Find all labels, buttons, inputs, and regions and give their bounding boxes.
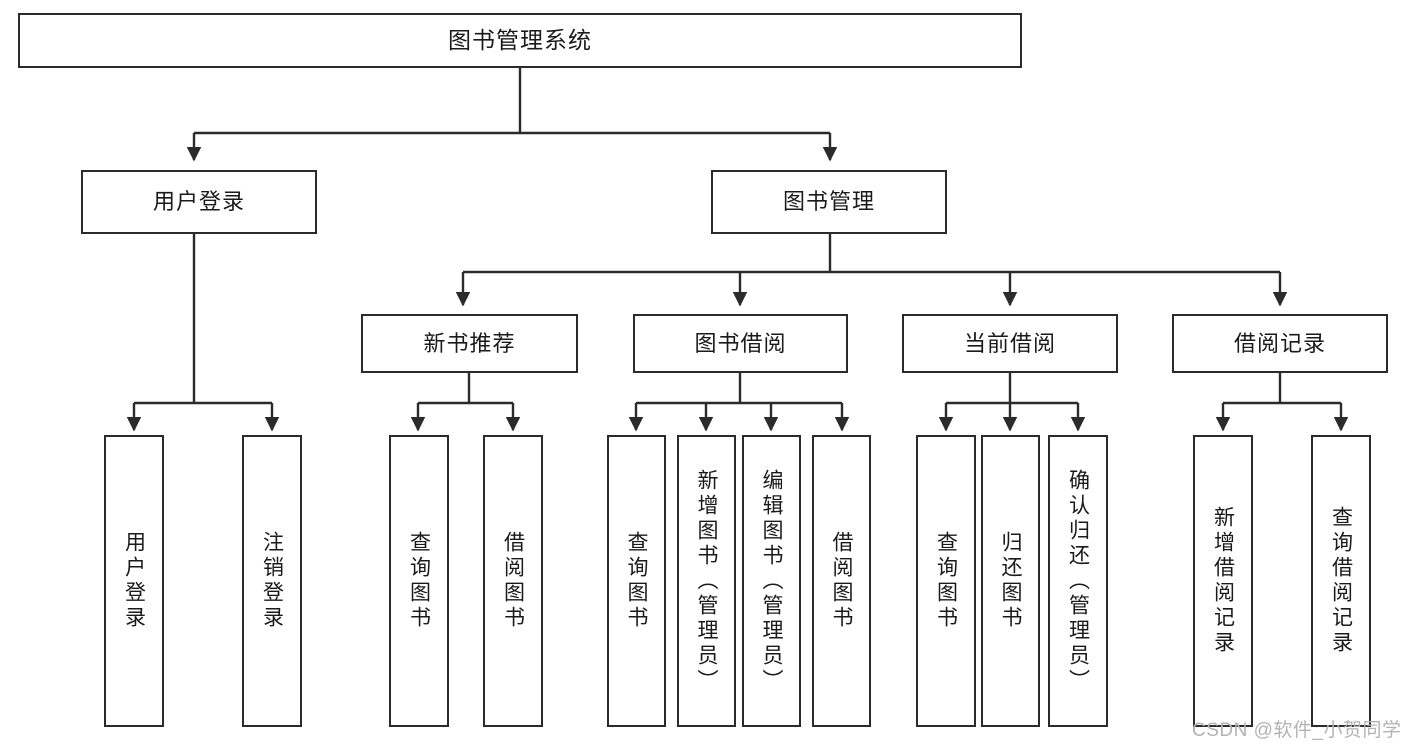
node-label: 注销登录 (260, 531, 284, 631)
leaf-current-return-book[interactable]: 归还图书 (981, 435, 1040, 727)
leaf-user-logout[interactable]: 注销登录 (242, 435, 302, 727)
node-book-management[interactable]: 图书管理 (711, 170, 947, 234)
node-book-borrow[interactable]: 图书借阅 (633, 314, 848, 373)
leaf-recommend-borrow-book[interactable]: 借阅图书 (483, 435, 543, 727)
node-label: 图书管理 (782, 189, 875, 215)
node-label: 查询图书 (625, 531, 648, 631)
node-label: 当前借阅 (963, 330, 1056, 356)
leaf-current-query-book[interactable]: 查询图书 (916, 435, 976, 727)
node-new-book-recommend[interactable]: 新书推荐 (361, 314, 578, 373)
leaf-user-login[interactable]: 用户登录 (104, 435, 164, 727)
leaf-record-query-record[interactable]: 查询借阅记录 (1311, 435, 1371, 727)
node-label: 新增借阅记录 (1211, 506, 1235, 656)
node-label: 借阅图书 (501, 531, 525, 631)
leaf-recommend-query-book[interactable]: 查询图书 (389, 435, 449, 727)
leaf-borrow-add-book-admin[interactable]: 新增图书（管理员） (677, 435, 736, 727)
node-label: 借阅记录 (1233, 330, 1326, 356)
node-label: 编辑图书（管理员） (760, 468, 783, 694)
leaf-borrow-edit-book-admin[interactable]: 编辑图书（管理员） (742, 435, 801, 727)
watermark-text: CSDN @软件_小贺同学 (1192, 720, 1402, 741)
node-label: 确认归还（管理员） (1066, 468, 1090, 694)
node-current-borrow[interactable]: 当前借阅 (902, 314, 1118, 373)
node-label: 用户登录 (152, 189, 245, 215)
node-label: 新增图书（管理员） (695, 468, 718, 694)
leaf-borrow-query-book[interactable]: 查询图书 (607, 435, 666, 727)
node-label: 图书管理系统 (448, 27, 592, 54)
node-label: 归还图书 (999, 531, 1022, 631)
node-borrow-record[interactable]: 借阅记录 (1172, 314, 1388, 373)
node-label: 查询图书 (934, 531, 958, 631)
node-label: 借阅图书 (830, 531, 853, 631)
node-root-system[interactable]: 图书管理系统 (18, 13, 1022, 68)
leaf-borrow-borrow-book[interactable]: 借阅图书 (812, 435, 871, 727)
node-label: 图书借阅 (694, 330, 787, 356)
node-label: 用户登录 (122, 531, 146, 631)
leaf-record-add-record[interactable]: 新增借阅记录 (1193, 435, 1253, 727)
node-label: 新书推荐 (423, 330, 516, 356)
node-label: 查询图书 (407, 531, 431, 631)
leaf-current-confirm-return-admin[interactable]: 确认归还（管理员） (1048, 435, 1108, 727)
node-label: 查询借阅记录 (1329, 506, 1353, 656)
node-user-login[interactable]: 用户登录 (81, 170, 317, 234)
